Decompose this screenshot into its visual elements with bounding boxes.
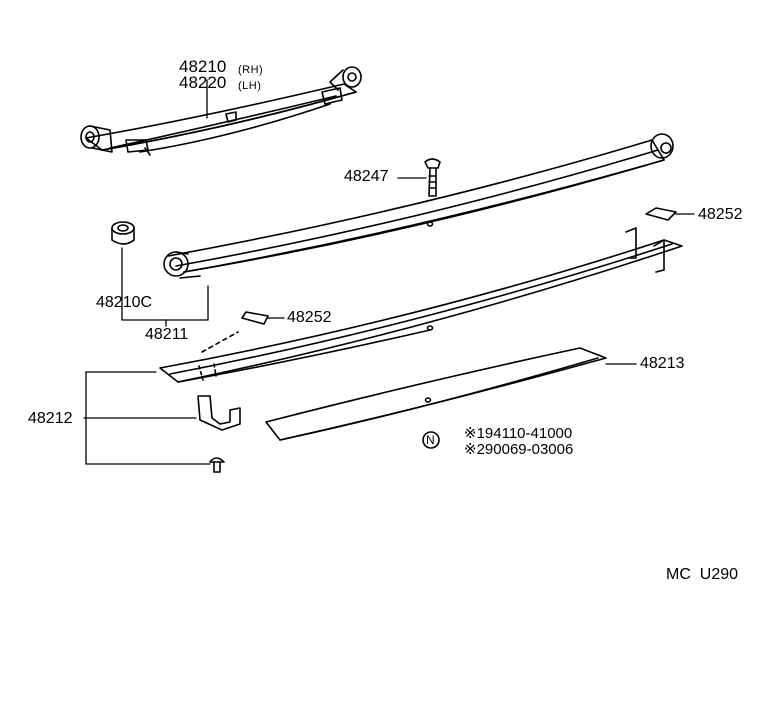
diagram-code: MC U290 [666, 566, 739, 583]
leaf-48212 [159, 227, 683, 383]
note-line-1: ※194110-41000 [464, 425, 573, 442]
leaf-48213 [265, 347, 607, 441]
part-label-48210c: 48210C [96, 294, 153, 311]
part-label-48252-upper: 48252 [698, 206, 743, 223]
part-label-48211: 48211 [145, 326, 189, 343]
note-symbol-letter: N [426, 433, 435, 447]
clip-bracket-icon [197, 395, 241, 431]
part-label-48247: 48247 [344, 168, 389, 185]
part-label-48210: 48210 [179, 57, 227, 76]
part-label-48213: 48213 [640, 355, 685, 372]
part-label-48252-lower: 48252 [287, 309, 332, 326]
bushing-48210c [111, 221, 135, 245]
insert-pad-upper-icon [645, 207, 677, 221]
rh-tag: (RH) [238, 64, 264, 76]
part-label-48220: 48220 [179, 73, 227, 92]
part-label-48212: 48212 [28, 410, 73, 427]
insert-pad-lower-icon [241, 311, 269, 325]
rivet-icon [209, 457, 225, 473]
assembled-leaf-spring [80, 66, 362, 156]
lh-tag: (LH) [238, 80, 262, 92]
note-line-2: ※290069-03006 [464, 441, 574, 458]
leader-lines [83, 79, 695, 465]
bolt-48247 [424, 158, 441, 197]
note-symbol-icon [422, 431, 440, 449]
main-leaf-48211 [163, 133, 674, 279]
